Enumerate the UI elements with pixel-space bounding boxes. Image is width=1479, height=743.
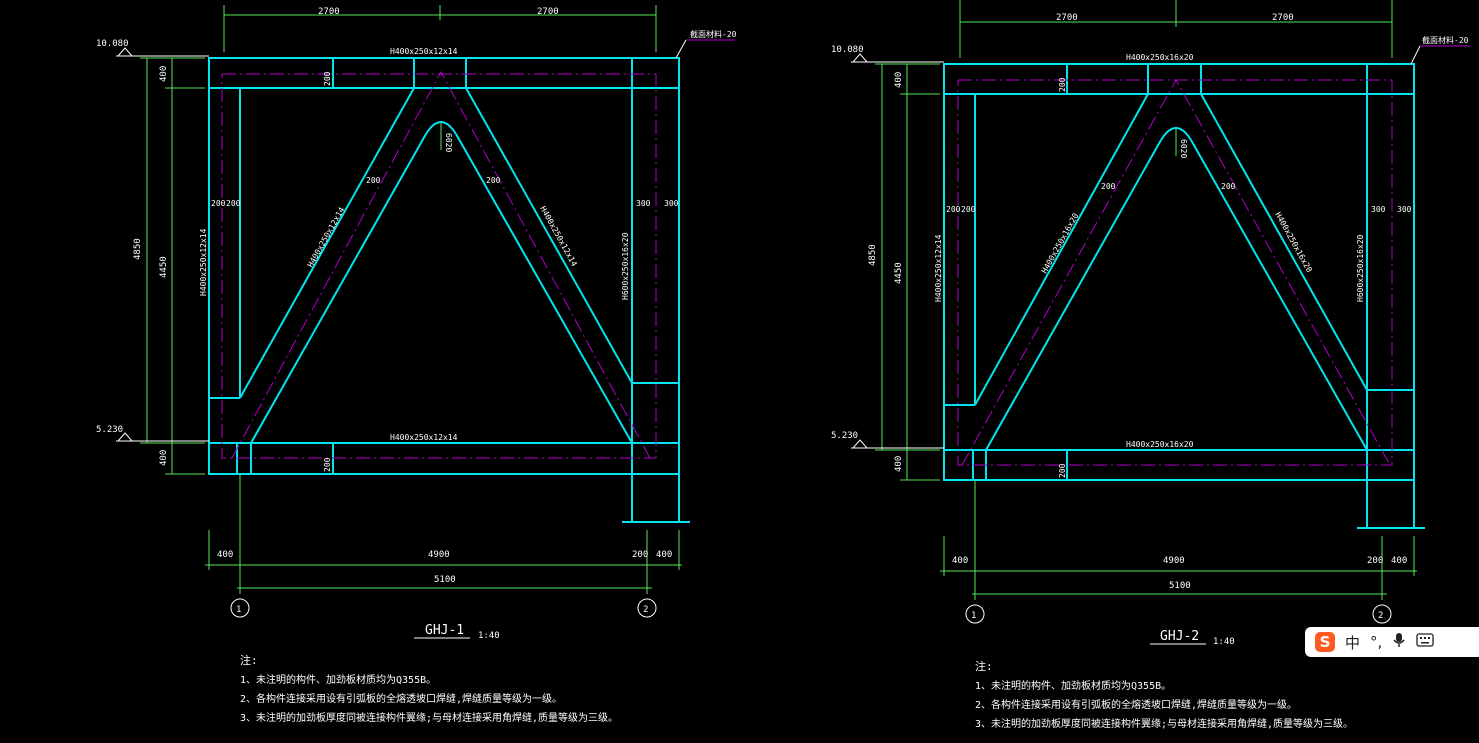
dim-200-bottom: 200 xyxy=(1058,463,1067,478)
right-diag-label: H400x250x12x14 xyxy=(538,205,579,268)
dim-200-left-diag: 200 xyxy=(1101,182,1116,191)
vert-dim-top: 400 xyxy=(159,66,169,82)
vert-dim-total: 4850 xyxy=(133,238,143,260)
ime-mode-toggle[interactable]: 中 xyxy=(1345,633,1361,652)
bottom-dim-left: 400 xyxy=(217,550,233,560)
bottom-dim-middle: 4900 xyxy=(1163,556,1185,566)
dim-200-top: 200 xyxy=(1058,77,1067,92)
dim-200-a: 200 xyxy=(946,205,961,214)
vert-dim-bottom: 400 xyxy=(894,456,904,472)
axis-bubbles xyxy=(230,598,657,618)
left-column-label: H400x250x12x14 xyxy=(934,234,943,302)
dim-200-top: 200 xyxy=(323,71,332,86)
bottom-beam-label: H400x250x16x20 xyxy=(1126,440,1194,449)
top-dim-right: 2700 xyxy=(1272,13,1294,23)
axis-label-2: 2 xyxy=(643,605,648,615)
drawing-title: GHJ-2 xyxy=(1160,629,1199,644)
ime-toolbar[interactable]: S 中 °, xyxy=(1305,627,1479,657)
vert-dim-inner: 4450 xyxy=(894,262,904,284)
top-dim-left: 2700 xyxy=(318,7,340,17)
right-diag-label: H400x250x16x20 xyxy=(1273,211,1314,274)
top-beam-label: H400x250x16x20 xyxy=(1126,53,1194,62)
keyboard-icon[interactable] xyxy=(1416,633,1434,651)
bottom-dim-right-b: 400 xyxy=(1391,556,1407,566)
drawing-scale: 1:40 xyxy=(478,631,500,641)
apex-dim: 6020 xyxy=(1179,139,1188,158)
labels-ghj1: 2700 2700 10.080 5.230 截面材料-20 H400x250x… xyxy=(96,7,737,724)
axis-bubbles xyxy=(965,604,1392,624)
bottom-dim-total: 5100 xyxy=(1169,581,1191,591)
frame-members xyxy=(943,63,1425,529)
notes-heading: 注: xyxy=(240,653,258,667)
dim-200-b: 200 xyxy=(961,205,976,214)
notes-heading: 注: xyxy=(975,659,993,673)
dim-300-a: 300 xyxy=(1371,205,1386,214)
bottom-dim-right-b: 400 xyxy=(656,550,672,560)
dim-300-a: 300 xyxy=(636,199,651,208)
corner-note: 截面材料-20 xyxy=(690,29,737,39)
bottom-dim-left: 400 xyxy=(952,556,968,566)
left-diag-label: H400x250x12x14 xyxy=(306,205,347,268)
note-line: 1、未注明的构件、加劲板材质均为Q355B。 xyxy=(240,673,436,686)
dim-200-right-diag: 200 xyxy=(1221,182,1236,191)
elev-top: 10.080 xyxy=(831,45,864,55)
vert-dim-inner: 4450 xyxy=(159,256,169,278)
labels-ghj2: 2700 2700 10.080 5.230 截面材料-20 H400x250x… xyxy=(831,13,1469,730)
axis-label-1: 1 xyxy=(971,611,976,621)
vert-dim-bottom: 400 xyxy=(159,450,169,466)
dimension-lines xyxy=(116,5,735,639)
apex-dim: 6020 xyxy=(444,133,453,152)
axis-label-2: 2 xyxy=(1378,611,1383,621)
centerlines xyxy=(221,70,657,459)
bottom-dim-total: 5100 xyxy=(434,575,456,585)
note-line: 1、未注明的构件、加劲板材质均为Q355B。 xyxy=(975,679,1171,692)
bottom-dim-middle: 4900 xyxy=(428,550,450,560)
frame-members xyxy=(208,57,690,523)
top-dim-right: 2700 xyxy=(537,7,559,17)
dim-300-b: 300 xyxy=(1397,205,1412,214)
axis-label-1: 1 xyxy=(236,605,241,615)
bottom-dim-right-a: 200 xyxy=(1367,556,1383,566)
left-diag-label: H400x250x16x20 xyxy=(1040,211,1081,274)
drawing-title: GHJ-1 xyxy=(425,623,464,638)
right-column-label: H600x250x16x20 xyxy=(1356,234,1365,302)
right-column-label: H600x250x16x20 xyxy=(621,232,630,300)
bottom-dim-right-a: 200 xyxy=(632,550,648,560)
ime-punct-toggle[interactable]: °, xyxy=(1370,633,1383,651)
note-line: 2、各构件连接采用设有引弧板的全熔透坡口焊缝,焊缝质量等级为一级。 xyxy=(975,698,1297,711)
note-line: 3、未注明的加劲板厚度同被连接构件翼缘;与母材连接采用角焊缝,质量等级为三级。 xyxy=(240,711,618,724)
top-dim-left: 2700 xyxy=(1056,13,1078,23)
dim-200-bottom: 200 xyxy=(323,457,332,472)
elev-bottom: 5.230 xyxy=(96,425,123,435)
dim-200-left-diag: 200 xyxy=(366,176,381,185)
bottom-beam-label: H400x250x12x14 xyxy=(390,433,458,442)
left-column-label: H400x250x12x14 xyxy=(199,228,208,296)
corner-note: 截面材料-20 xyxy=(1422,35,1469,45)
microphone-icon[interactable] xyxy=(1392,632,1406,652)
dim-200-b: 200 xyxy=(226,199,241,208)
vert-dim-total: 4850 xyxy=(868,244,878,266)
elev-bottom: 5.230 xyxy=(831,431,858,441)
vert-dim-top: 400 xyxy=(894,72,904,88)
note-line: 3、未注明的加劲板厚度同被连接构件翼缘;与母材连接采用角焊缝,质量等级为三级。 xyxy=(975,717,1353,730)
sogou-logo-icon[interactable]: S xyxy=(1315,632,1335,652)
drawing-scale: 1:40 xyxy=(1213,637,1235,647)
frame-ghj1 xyxy=(116,5,735,639)
centerlines xyxy=(957,78,1393,466)
dimension-lines xyxy=(851,0,1470,645)
dim-300-b: 300 xyxy=(664,199,679,208)
elev-top: 10.080 xyxy=(96,39,129,49)
frame-ghj2 xyxy=(851,0,1470,645)
dim-200-right-diag: 200 xyxy=(486,176,501,185)
dim-200-a: 200 xyxy=(211,199,226,208)
top-beam-label: H400x250x12x14 xyxy=(390,47,458,56)
note-line: 2、各构件连接采用设有引弧板的全熔透坡口焊缝,焊缝质量等级为一级。 xyxy=(240,692,562,705)
